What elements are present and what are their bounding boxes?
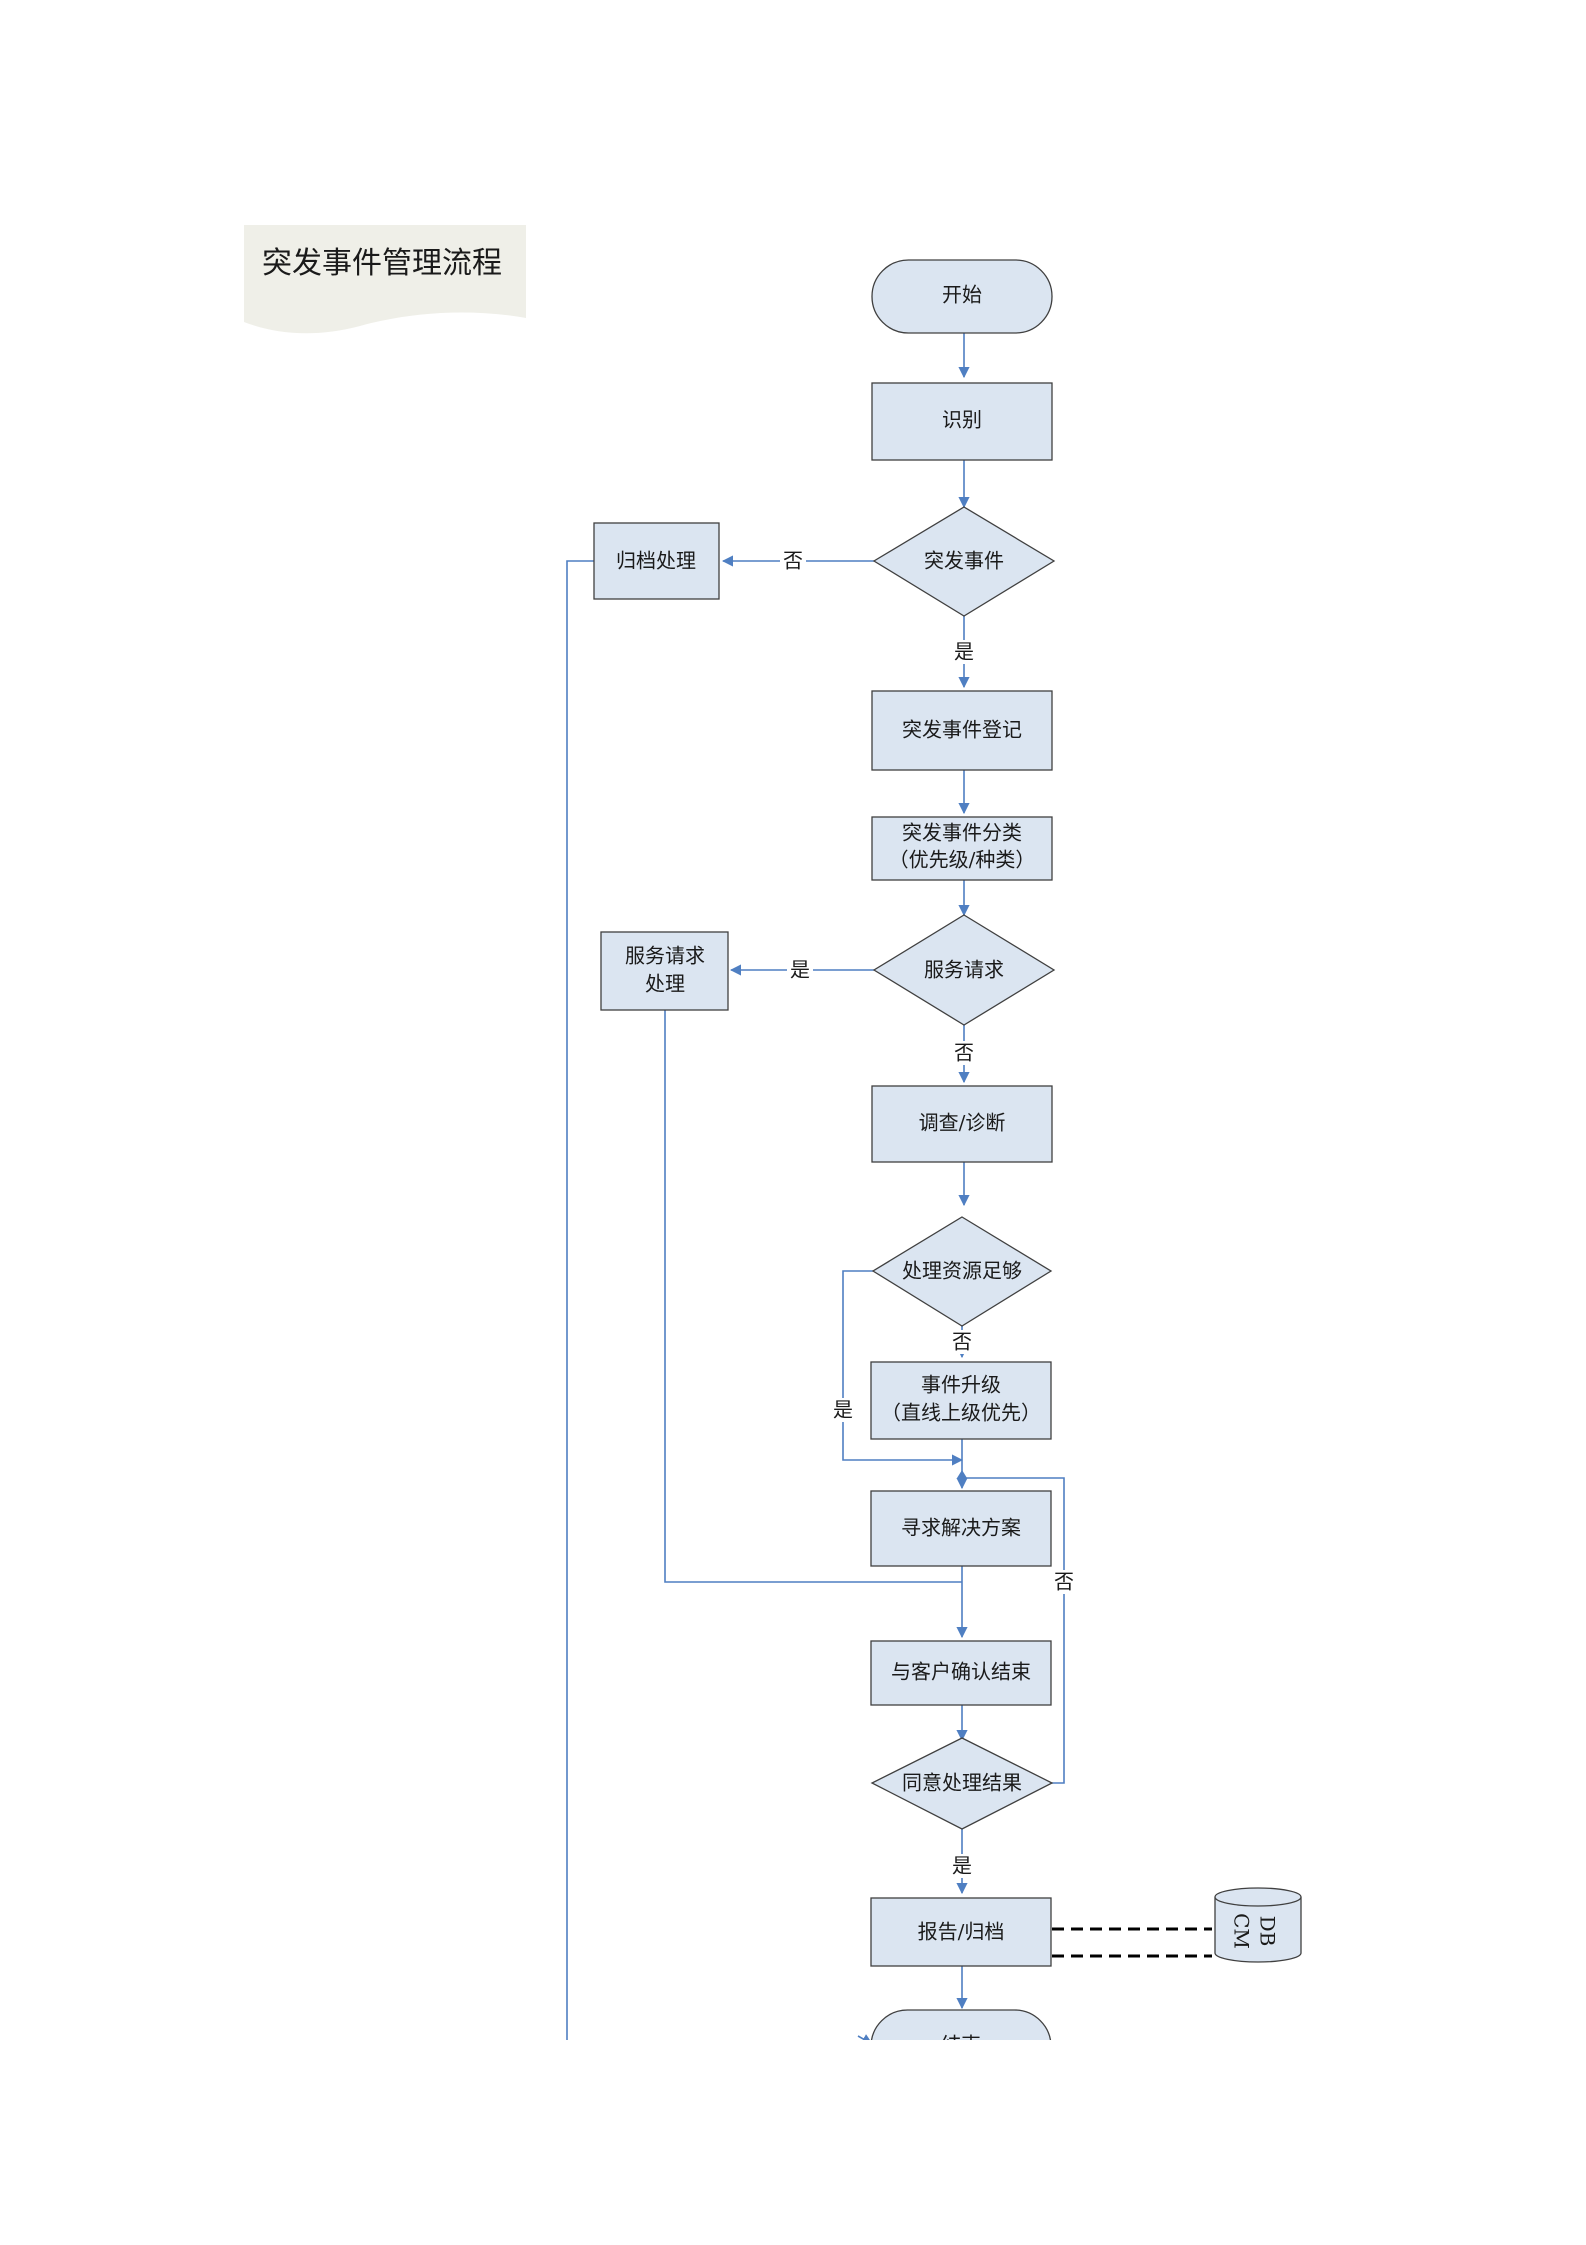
title-banner: 突发事件管理流程 bbox=[244, 225, 526, 334]
identify-box: 识别 bbox=[871, 382, 1053, 461]
escalate-box: 事件升级 （直线上级优先） bbox=[870, 1361, 1052, 1440]
confirm-box: 与客户确认结束 bbox=[870, 1640, 1052, 1706]
classify-box: 突发事件分类 （优先级/种类） bbox=[871, 816, 1053, 881]
classify-label-line2: （优先级/种类） bbox=[889, 848, 1036, 872]
edge-label-service-no: 否 bbox=[954, 1041, 974, 1065]
register-label: 突发事件登记 bbox=[902, 718, 1022, 742]
service-handling-label-line1: 服务请求 bbox=[625, 944, 705, 968]
cmdb-label-line2: DB bbox=[1256, 1916, 1280, 1947]
incident-decision-label: 突发事件 bbox=[924, 549, 1004, 573]
merge-point bbox=[957, 1470, 967, 1486]
edge-labels: 否 是 是 否 否 是 否 是 bbox=[780, 549, 1077, 1878]
escalate-label-line2: （直线上级优先） bbox=[881, 1401, 1041, 1425]
escalate-label-line1: 事件升级 bbox=[921, 1373, 1001, 1397]
archive-handling-box: 归档处理 bbox=[593, 522, 720, 600]
edge-agree-no bbox=[962, 1477, 1065, 1784]
edge-label-service-yes: 是 bbox=[790, 958, 810, 982]
start-node: 开始 bbox=[871, 259, 1053, 334]
resources-decision-label: 处理资源足够 bbox=[902, 1259, 1022, 1283]
edge-resources-yes bbox=[842, 1270, 964, 1466]
edge-service-handling-merge bbox=[664, 1010, 962, 1583]
edge-label-agree-no: 否 bbox=[1054, 1570, 1074, 1594]
seek-solution-label: 寻求解决方案 bbox=[901, 1516, 1021, 1540]
end-node: 结束 bbox=[870, 2009, 1052, 2057]
archive-handling-label: 归档处理 bbox=[616, 549, 696, 573]
cmdb-database: CM DB bbox=[1214, 1887, 1302, 1963]
service-request-decision: 服务请求 bbox=[872, 914, 1056, 1026]
agree-decision: 同意处理结果 bbox=[870, 1737, 1054, 1830]
edge-label-incident-yes: 是 bbox=[954, 640, 974, 664]
service-request-decision-label: 服务请求 bbox=[924, 958, 1004, 982]
resources-decision: 处理资源足够 bbox=[871, 1216, 1053, 1327]
report-label: 报告/归档 bbox=[918, 1920, 1005, 1944]
classify-label-line1: 突发事件分类 bbox=[902, 821, 1022, 845]
cmdb-label-line1: CM bbox=[1230, 1913, 1254, 1949]
start-label: 开始 bbox=[942, 283, 982, 307]
edge-label-agree-yes: 是 bbox=[952, 1854, 972, 1878]
edge-archive-end bbox=[566, 560, 596, 2040]
confirm-label: 与客户确认结束 bbox=[891, 1660, 1031, 1684]
report-box: 报告/归档 bbox=[870, 1897, 1052, 1967]
service-handling-label-line2: 处理 bbox=[645, 972, 685, 996]
edge-label-not-incident: 否 bbox=[783, 549, 803, 573]
seek-solution-box: 寻求解决方案 bbox=[870, 1490, 1052, 1567]
edge-label-resources-yes: 是 bbox=[833, 1398, 853, 1422]
investigate-label: 调查/诊断 bbox=[919, 1111, 1006, 1135]
service-request-handling-box: 服务请求 处理 bbox=[600, 931, 729, 1011]
connectors bbox=[566, 333, 1212, 2040]
incident-decision: 突发事件 bbox=[872, 506, 1056, 617]
agree-decision-label: 同意处理结果 bbox=[902, 1771, 1022, 1795]
page-title: 突发事件管理流程 bbox=[262, 246, 502, 281]
register-box: 突发事件登记 bbox=[871, 690, 1053, 771]
end-label: 结束 bbox=[941, 2033, 981, 2057]
edge-label-resources-no: 否 bbox=[952, 1330, 972, 1354]
edge-archive-end-arrow bbox=[857, 2034, 873, 2040]
identify-label: 识别 bbox=[942, 408, 982, 432]
investigate-box: 调查/诊断 bbox=[871, 1085, 1053, 1163]
